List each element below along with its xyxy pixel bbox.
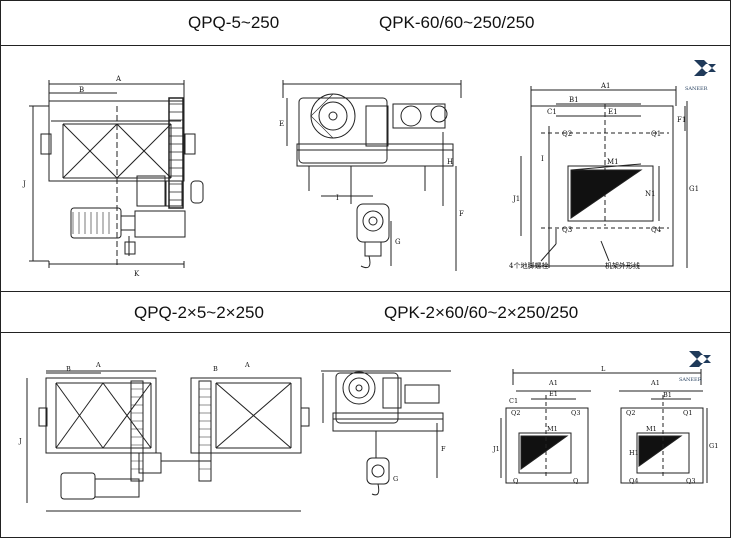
top-header: QPQ-5~250 QPK-60/60~250/250 — [1, 1, 730, 45]
dim-label-q4: Q4 — [651, 226, 662, 234]
note-bolts: 4个地脚螺栓 — [509, 261, 548, 270]
dim-label-l: L — [601, 365, 606, 373]
dim-label-c1: C1 — [509, 397, 518, 405]
dim-label-h1: H1 — [629, 449, 639, 457]
dim-label-q1: Q1 — [683, 409, 692, 417]
dim-label-q1: Q1 — [651, 130, 661, 138]
divider — [1, 45, 730, 46]
divider — [1, 332, 730, 333]
model-title-qpq-double: QPQ-2×5~2×250 — [134, 303, 264, 322]
dim-label-b: B — [79, 86, 84, 94]
qpq-plan-view — [29, 80, 204, 268]
dim-label-e1: E1 — [549, 390, 558, 398]
dim-label-b1: B1 — [569, 96, 579, 104]
qpk-side-view — [282, 80, 462, 271]
model-title-qpq-single: QPQ-5~250 — [188, 13, 280, 32]
qpk-double-side-view — [321, 370, 451, 496]
dim-label-i: I — [336, 194, 339, 202]
dim-label-b: B — [213, 365, 218, 373]
dim-label-j1: J1 — [492, 445, 500, 453]
dim-label-k: K — [134, 270, 140, 278]
dim-label-e: E — [279, 120, 284, 128]
bottom-header: QPQ-2×5~2×250 QPK-2×60/60~2×250/250 — [1, 291, 730, 335]
dim-label-q3: Q3 — [562, 226, 572, 234]
dim-label-m1: M1 — [547, 425, 558, 433]
logo-text: SANEER — [679, 377, 702, 383]
dim-label-b: B — [66, 365, 71, 373]
dim-label-f1: F1 — [677, 116, 686, 124]
dim-label-q2: Q2 — [626, 409, 635, 417]
dim-label-a1: A1 — [548, 379, 558, 387]
qpq-double-plan-view — [26, 370, 310, 512]
dim-label-q: Q — [573, 477, 578, 485]
dim-label-q3: Q3 — [686, 477, 695, 485]
dim-label-b1: B1 — [663, 391, 672, 399]
dim-label-q4: Q4 — [629, 477, 638, 485]
dim-label-e1: E1 — [608, 108, 618, 116]
dim-label-a: A — [115, 75, 122, 83]
dim-label-q: Q — [513, 477, 518, 485]
dim-label-n1: N1 — [645, 190, 656, 198]
dim-label-j: J — [22, 180, 26, 188]
dim-label-q2: Q2 — [562, 130, 572, 138]
dim-label-f: F — [441, 445, 446, 453]
dim-label-j: J — [18, 437, 22, 445]
logo-text: SANEER — [685, 86, 708, 92]
dim-label-g1: G1 — [709, 442, 718, 450]
dim-label-q3: Q3 — [571, 409, 580, 417]
dim-label-a1: A1 — [600, 82, 611, 90]
dim-label-a1: A1 — [650, 379, 660, 387]
dim-label-q2: Q2 — [511, 409, 520, 417]
dim-label-f: F — [459, 210, 464, 218]
note-frame: 机架外形线 — [605, 261, 640, 270]
dim-label-g: G — [395, 238, 401, 246]
dim-label-ii: I — [541, 155, 544, 163]
foundation-plan-single — [520, 86, 688, 268]
dim-label-m1: M1 — [646, 425, 657, 433]
model-title-qpk-single: QPK-60/60~250/250 — [379, 13, 535, 32]
dim-label-m1: M1 — [607, 158, 619, 166]
dim-label-c1: C1 — [547, 108, 557, 116]
dim-label-h: H — [447, 158, 453, 166]
foundation-plan-double — [500, 369, 708, 484]
logo-mark: SANEER — [685, 60, 716, 92]
single-hoist-drawings: SANEER A B J K E H I F G A1 B1 E1 C1 F1 … — [22, 60, 716, 278]
dim-label-a: A — [95, 361, 101, 369]
dim-label-g: G — [393, 475, 398, 483]
model-title-qpk-double: QPK-2×60/60~2×250/250 — [384, 303, 579, 322]
dim-label-a: A — [244, 361, 250, 369]
dim-label-g1: G1 — [689, 185, 699, 193]
logo-mark-bottom: SANEER — [679, 351, 711, 383]
double-hoist-drawings: SANEER A B J A B L A1 A1 E1 B1 C1 Q2 Q3 … — [18, 351, 718, 512]
divider — [1, 291, 730, 292]
dim-label-j1: J1 — [512, 195, 520, 203]
